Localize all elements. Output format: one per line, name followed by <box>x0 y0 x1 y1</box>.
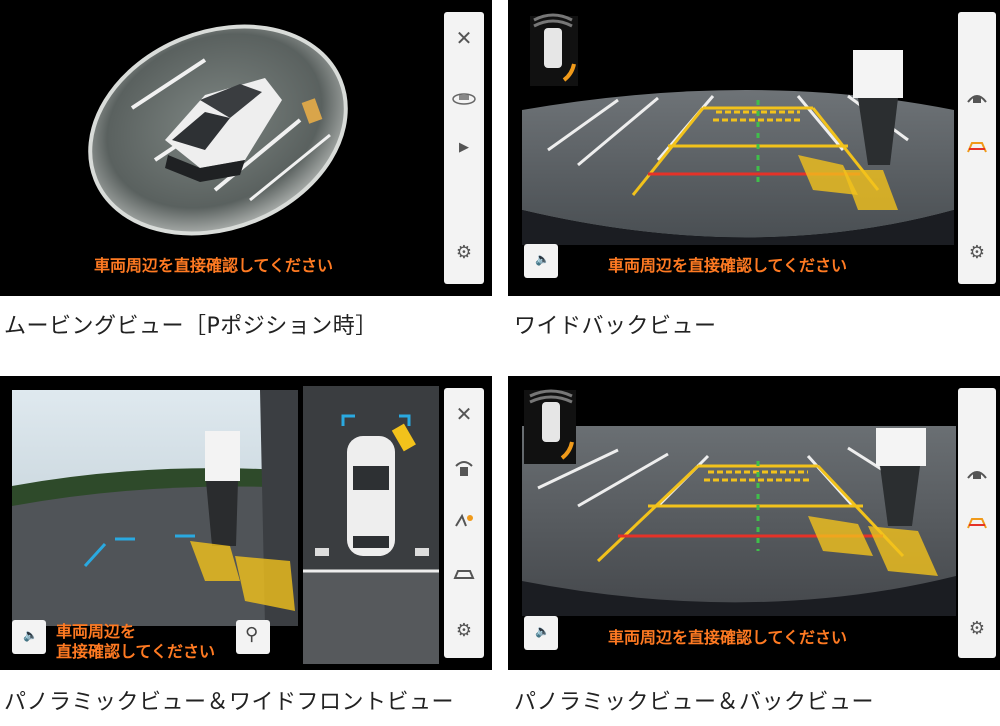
side-menu: ⚙ <box>958 12 996 284</box>
top-down-view-image <box>303 386 439 664</box>
side-menu: ⚙ <box>958 388 996 658</box>
wide-back-view-screen: 🔈 車両周辺を直接確認してください ⚙ <box>508 0 1000 296</box>
gear-icon[interactable]: ⚙ <box>455 620 473 641</box>
speaker-button[interactable]: 🔈 <box>12 620 46 654</box>
close-icon[interactable]: ✕ <box>455 26 473 50</box>
speaker-icon: 🔈 <box>535 252 550 266</box>
car-angle-icon[interactable] <box>444 566 484 580</box>
panoramic-front-view-screen: 🔈 車両周辺を 直接確認してください ⚲ ✕ ⚙ <box>0 376 492 670</box>
side-menu: ✕ ▶ ⚙ <box>444 12 484 284</box>
caption-moving-view: ムービングビュー［Pポジション時］ <box>4 314 378 339</box>
trajectory-icon[interactable] <box>958 140 996 154</box>
rear-camera-image <box>522 13 954 245</box>
speaker-icon: 🔈 <box>23 628 38 642</box>
close-icon[interactable]: ✕ <box>455 402 473 426</box>
caption-panoramic-back-view: パノラミックビュー＆バックビュー <box>514 690 875 715</box>
play-icon[interactable]: ▶ <box>459 140 469 155</box>
moving-view-screen: 車両周辺を直接確認してください ✕ ▶ ⚙ <box>0 0 492 296</box>
rear-camera-image <box>522 389 956 616</box>
caption-wide-back-view: ワイドバックビュー <box>514 314 717 339</box>
trajectory-icon[interactable] <box>958 516 996 530</box>
location-pin-icon: ⚲ <box>245 624 259 645</box>
moving-view-3d-image <box>88 24 348 236</box>
gear-icon[interactable]: ⚙ <box>968 618 986 639</box>
location-button[interactable]: ⚲ <box>236 620 270 654</box>
warning-message-line1: 車両周辺を <box>56 622 137 641</box>
speaker-button[interactable]: 🔈 <box>524 244 558 278</box>
sensor-icon[interactable] <box>444 512 484 528</box>
rear-camera-icon[interactable] <box>958 464 996 482</box>
front-camera-image <box>12 390 298 626</box>
panoramic-back-view-screen: 🔈 車両周辺を直接確認してください ⚙ <box>508 376 1000 670</box>
side-menu: ✕ ⚙ <box>444 388 484 658</box>
front-camera-icon[interactable] <box>444 458 484 478</box>
speaker-icon: 🔈 <box>535 624 550 638</box>
speaker-button[interactable]: 🔈 <box>524 616 558 650</box>
gear-icon[interactable]: ⚙ <box>455 242 473 263</box>
warning-message: 車両周辺を直接確認してください <box>608 256 848 275</box>
gear-icon[interactable]: ⚙ <box>968 242 986 263</box>
caption-panoramic-front-view: パノラミックビュー＆ワイドフロントビュー <box>4 690 455 715</box>
warning-message: 車両周辺を直接確認してください <box>94 256 334 275</box>
warning-message: 車両周辺を直接確認してください <box>608 628 848 647</box>
car-view-icon[interactable] <box>444 90 484 106</box>
rear-camera-icon[interactable] <box>958 88 996 106</box>
warning-message-line2: 直接確認してください <box>56 642 216 661</box>
